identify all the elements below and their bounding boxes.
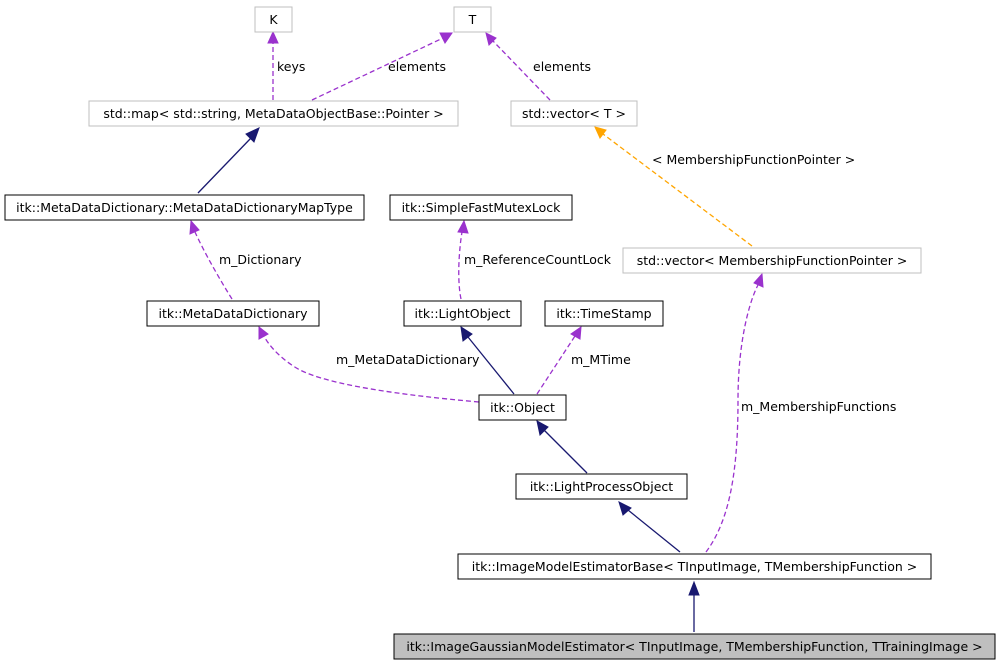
edge-m-reference-count-lock: m_ReferenceCountLock xyxy=(457,219,612,300)
node-label-std-map: std::map< std::string, MetaDataObjectBas… xyxy=(103,106,443,121)
node-std-map[interactable]: std::map< std::string, MetaDataObjectBas… xyxy=(88,100,459,127)
node-label-std-vector-membership-function-pointer: std::vector< MembershipFunctionPointer > xyxy=(637,253,908,268)
node-label-metadata-dictionary: itk::MetaDataDictionary xyxy=(158,306,308,321)
edge-light-process-inherits-object xyxy=(536,420,588,474)
node-label-k: K xyxy=(269,12,278,27)
node-label-std-vector-t: std::vector< T > xyxy=(522,106,626,121)
edge-m-mtime: m_MTime xyxy=(536,325,631,395)
node-t[interactable]: T xyxy=(453,6,492,33)
node-label-object: itk::Object xyxy=(490,400,555,415)
node-light-object[interactable]: itk::LightObject xyxy=(403,300,522,327)
node-label-light-object: itk::LightObject xyxy=(415,306,511,321)
edge-label-map-elements: elements xyxy=(388,59,446,74)
node-std-vector-t[interactable]: std::vector< T > xyxy=(510,100,638,127)
edge-estimator-inherits-light-process xyxy=(618,501,681,553)
edge-m-metadata-dictionary: m_MetaDataDictionary xyxy=(258,325,480,403)
edge-m-membership-functions: m_MembershipFunctions xyxy=(705,272,896,553)
node-simple-fast-mutex-lock[interactable]: itk::SimpleFastMutexLock xyxy=(389,194,573,221)
node-label-timestamp: itk::TimeStamp xyxy=(556,306,651,321)
node-metadata-dictionary-map-type[interactable]: itk::MetaDataDictionary::MetaDataDiction… xyxy=(4,194,365,221)
edge-vector-elements: elements xyxy=(485,32,591,101)
node-image-model-estimator-base[interactable]: itk::ImageModelEstimatorBase< TInputImag… xyxy=(457,553,932,580)
edge-keys: keys xyxy=(267,30,305,100)
node-light-process-object[interactable]: itk::LightProcessObject xyxy=(515,473,688,500)
edge-m-dictionary: m_Dictionary xyxy=(189,219,302,300)
edge-template-instance: < MembershipFunctionPointer > xyxy=(594,126,855,247)
edge-label-m-mtime: m_MTime xyxy=(571,352,631,367)
edge-label-keys: keys xyxy=(277,59,305,74)
node-metadata-dictionary[interactable]: itk::MetaDataDictionary xyxy=(146,300,320,327)
edge-label-m-dictionary: m_Dictionary xyxy=(219,252,302,267)
node-std-vector-membership-function-pointer[interactable]: std::vector< MembershipFunctionPointer > xyxy=(622,247,922,274)
node-label-light-process-object: itk::LightProcessObject xyxy=(530,479,673,494)
edge-label-m-metadata-dictionary: m_MetaDataDictionary xyxy=(336,352,480,367)
node-timestamp[interactable]: itk::TimeStamp xyxy=(544,300,664,327)
node-object[interactable]: itk::Object xyxy=(478,394,567,421)
edge-map-elements: elements xyxy=(311,32,453,101)
node-label-metadata-dictionary-map-type: itk::MetaDataDictionary::MetaDataDiction… xyxy=(16,200,353,215)
node-label-image-gaussian-model-estimator: itk::ImageGaussianModelEstimator< TInput… xyxy=(406,639,982,654)
node-label-simple-fast-mutex-lock: itk::SimpleFastMutexLock xyxy=(402,200,562,215)
edge-object-inherits-light-object xyxy=(460,325,515,395)
node-label-image-model-estimator-base: itk::ImageModelEstimatorBase< TInputImag… xyxy=(472,559,918,574)
edge-label-vector-elements: elements xyxy=(533,59,591,74)
node-label-t: T xyxy=(468,12,477,27)
edge-map-type-inherits-map xyxy=(197,127,260,194)
node-k[interactable]: K xyxy=(254,6,293,33)
edge-gaussian-inherits-estimator-base xyxy=(688,580,700,632)
edge-label-m-reference-count-lock: m_ReferenceCountLock xyxy=(464,252,612,267)
edge-label-template-arg: < MembershipFunctionPointer > xyxy=(652,152,855,167)
edge-label-m-membership-functions: m_MembershipFunctions xyxy=(741,399,896,414)
node-image-gaussian-model-estimator[interactable]: itk::ImageGaussianModelEstimator< TInput… xyxy=(393,633,996,660)
